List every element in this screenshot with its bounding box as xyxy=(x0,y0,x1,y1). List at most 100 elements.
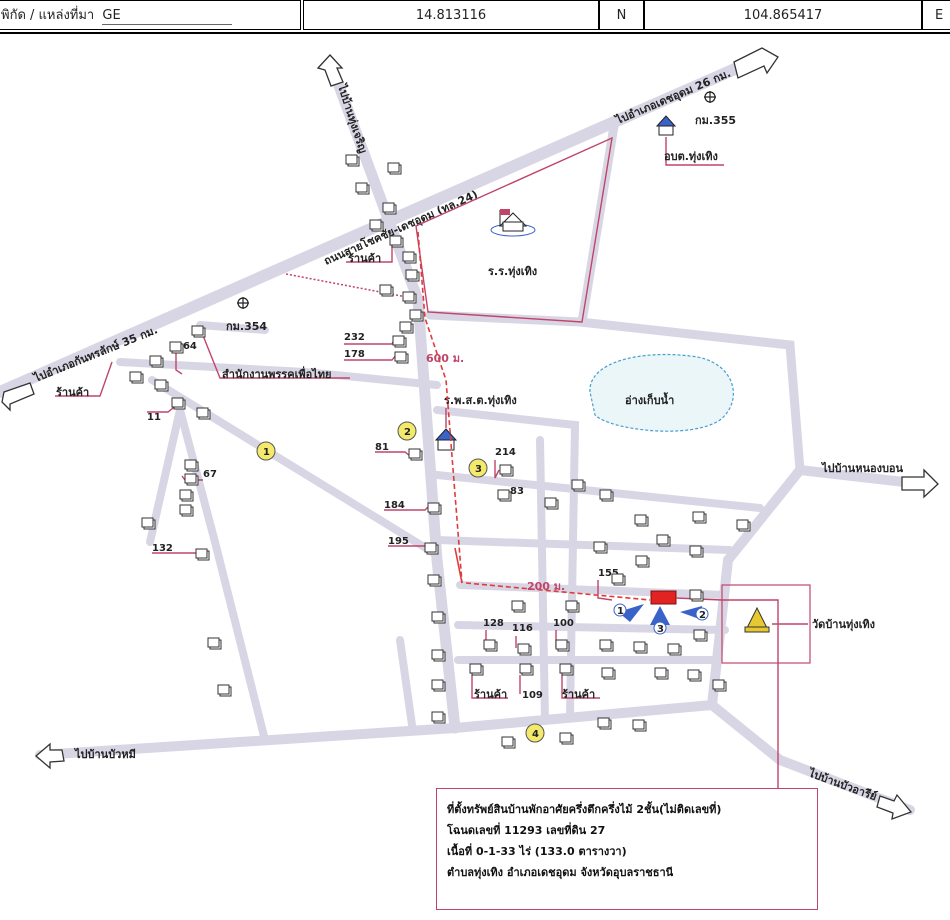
house-icon xyxy=(394,351,409,364)
marker-3 xyxy=(468,458,488,478)
house-number-132: 132 xyxy=(152,543,173,554)
house-icon xyxy=(555,639,570,652)
view-2-number: 2 xyxy=(699,610,706,621)
coordinate-bar: พิกัด / แหล่งที่มา GE 14.813116 N 104.86… xyxy=(0,0,950,34)
property-info-box: ที่ตั้งทรัพย์สินบ้านพักอาศัยครึ่งตึกครึ่… xyxy=(436,788,818,910)
house-icon xyxy=(427,502,442,515)
obt-building-icon xyxy=(655,115,677,136)
house-icon xyxy=(184,459,199,472)
house-icon xyxy=(601,667,616,680)
distance-600-label: 600 ม. xyxy=(426,352,464,365)
house-icon xyxy=(712,679,727,692)
house-icon xyxy=(387,162,402,175)
house-icon xyxy=(382,202,397,215)
house-icon xyxy=(345,154,360,167)
source-cell: พิกัด / แหล่งที่มา GE xyxy=(0,0,301,30)
house-icon xyxy=(195,548,210,561)
house-icon xyxy=(141,517,156,530)
house-number-100: 100 xyxy=(553,618,574,629)
house-icon xyxy=(469,663,484,676)
shop-leader-4 xyxy=(561,675,600,699)
house-icon xyxy=(559,663,574,676)
hospital-label: ร.พ.ส.ต.ทุ่งเทิง xyxy=(444,394,517,408)
house-number-11: 11 xyxy=(147,412,161,423)
comparable-markers xyxy=(256,421,545,743)
road-arrows xyxy=(1,47,939,820)
arrow-northeast-icon xyxy=(733,47,779,79)
party-office-leader xyxy=(199,327,350,379)
house-icon xyxy=(431,611,446,624)
hospital-icon xyxy=(434,428,458,451)
dashed-boundary xyxy=(285,273,413,299)
house-icon xyxy=(559,732,574,745)
km354-crosshair-icon xyxy=(237,297,249,309)
house-number-214: 214 xyxy=(495,447,516,458)
house-number-178: 178 xyxy=(344,349,365,360)
km355-label: กม.355 xyxy=(695,114,736,127)
house-icon xyxy=(154,379,169,392)
marker-1-number: 1 xyxy=(263,447,270,458)
view-3-number: 3 xyxy=(657,624,664,635)
house-icon xyxy=(196,407,211,420)
house-icon xyxy=(499,464,514,477)
school-label: ร.ร.ทุ่งเทิง xyxy=(488,265,537,279)
temple-label: วัดบ้านทุ่งเทิง xyxy=(812,618,875,632)
house-icon xyxy=(517,643,532,656)
reservoir-label: อ่างเก็บน้ำ xyxy=(625,392,674,407)
shop-leader-3 xyxy=(471,675,508,699)
longitude-cell: 104.865417 xyxy=(644,0,922,30)
temple-icon xyxy=(744,606,770,633)
route-600m xyxy=(417,231,463,584)
house-icon xyxy=(599,489,614,502)
info-line-2: โฉนดเลขที่ 11293 เลขที่ดิน 27 xyxy=(447,824,606,837)
house-icon xyxy=(597,717,612,730)
latitude-unit: N xyxy=(616,8,627,23)
road-label-east: ไปบ้านหนองบอน xyxy=(820,461,904,475)
house-icon xyxy=(431,649,446,662)
road-label-north: ไปบ้านทุ่งเจริญ xyxy=(334,81,371,155)
house-icon xyxy=(634,514,649,527)
house-icon xyxy=(483,639,498,652)
house-icon xyxy=(599,639,614,652)
school-boundary xyxy=(415,136,613,323)
house-icon xyxy=(501,736,516,749)
house-icon xyxy=(544,497,559,510)
house-icon xyxy=(379,284,394,297)
house-icon xyxy=(424,542,439,555)
house-icon xyxy=(184,473,199,486)
reservoir-shape xyxy=(589,353,734,432)
house-icon xyxy=(656,534,671,547)
house-icon xyxy=(571,479,586,492)
km355-crosshair-icon xyxy=(704,91,716,103)
house-icon xyxy=(611,573,626,586)
house-icon xyxy=(736,519,751,532)
latitude-cell: 14.813116 xyxy=(303,0,599,30)
distance-200-label: 200 ม. xyxy=(527,580,565,593)
house-icon xyxy=(693,629,708,642)
house-icon xyxy=(402,291,417,304)
marker-2-number: 2 xyxy=(404,427,411,438)
temple-boundary xyxy=(721,584,811,664)
house-icon xyxy=(409,309,424,322)
house-icon xyxy=(633,641,648,654)
house-number-128: 128 xyxy=(483,618,504,629)
km354-label: กม.354 xyxy=(226,320,267,333)
house-icon xyxy=(519,663,534,676)
subject-property-marker xyxy=(650,590,677,605)
coord-label: พิกัด / แหล่งที่มา xyxy=(1,8,95,23)
marker-2 xyxy=(397,421,417,441)
house-icon xyxy=(369,219,384,232)
house-icon xyxy=(129,371,144,384)
house-icon xyxy=(217,684,232,697)
road-label-southwest: ไปบ้านบัวหมี xyxy=(73,747,136,761)
marker-4 xyxy=(525,723,545,743)
arrow-southwest-icon xyxy=(35,742,65,770)
arrow-east-icon xyxy=(901,468,939,499)
house-icon xyxy=(355,182,370,195)
source-value: GE xyxy=(102,8,121,23)
house-icon xyxy=(565,600,580,613)
house-icon xyxy=(632,719,647,732)
house-icons xyxy=(129,154,751,749)
view-arrow-1-icon xyxy=(618,604,644,622)
house-icon xyxy=(179,489,194,502)
